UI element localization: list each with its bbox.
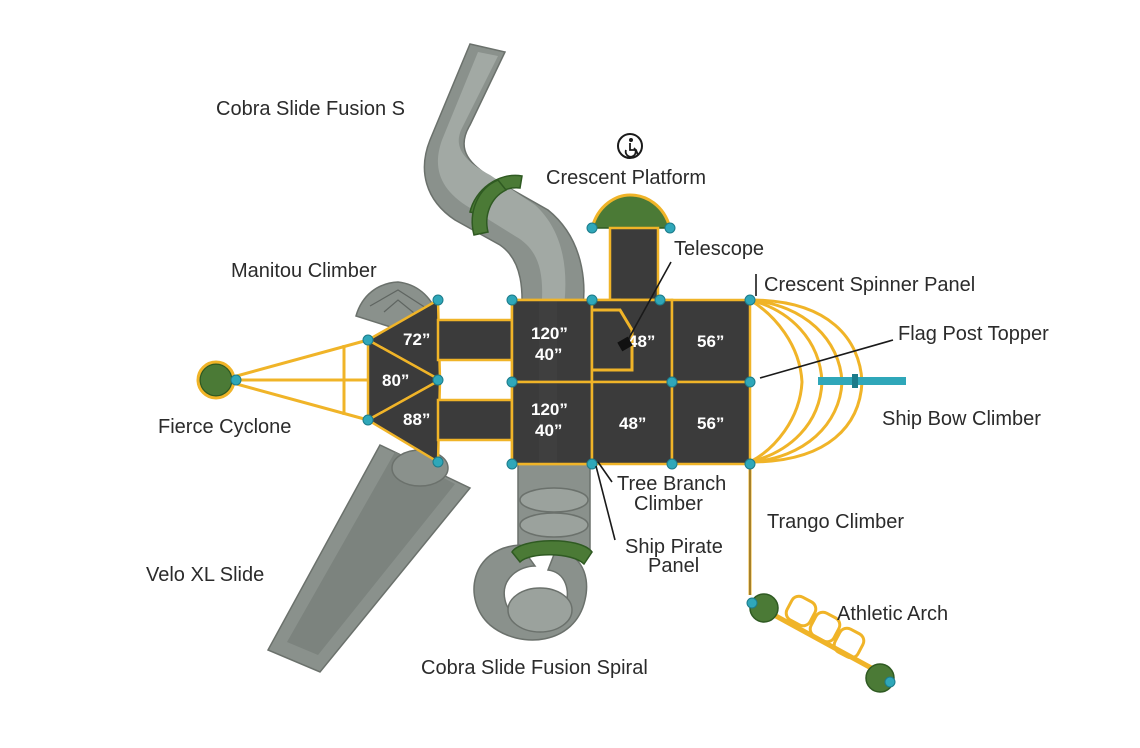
label-cobra-slide-fusion-spiral: Cobra Slide Fusion Spiral — [421, 657, 648, 679]
deck-height-center-top-a: 120” — [531, 324, 568, 343]
velo-xl-slide — [266, 444, 472, 673]
deck-height-right1-bottom: 48” — [619, 414, 646, 433]
label-trango-climber: Trango Climber — [767, 511, 904, 533]
label-tree-branch-climber-line1: Tree Branch — [617, 473, 726, 495]
right-decks — [590, 298, 752, 466]
label-fierce-cyclone: Fierce Cyclone — [158, 416, 291, 438]
label-flag-post-topper: Flag Post Topper — [898, 323, 1049, 345]
label-ship-pirate-panel-line1: Ship Pirate — [625, 536, 723, 558]
center-decks — [510, 298, 594, 466]
deck-height-left-top: 72” — [403, 330, 430, 349]
label-tree-branch-climber-line2: Climber — [634, 493, 703, 515]
crescent-platform — [590, 193, 672, 302]
deck-height-left-mid: 80” — [382, 371, 409, 390]
deck-height-center-bottom-a: 120” — [531, 400, 568, 419]
label-ship-pirate-panel-line2: Panel — [648, 555, 699, 577]
deck-height-right2-bottom: 56” — [697, 414, 724, 433]
label-crescent-platform: Crescent Platform — [546, 167, 706, 189]
deck-heights: 72” 80” 88” 120” 40” 120” 40” 48” 48” 56… — [382, 324, 724, 440]
athletic-arch — [746, 593, 896, 693]
label-manitou-climber: Manitou Climber — [231, 260, 377, 282]
cobra-slide-fusion-spiral — [473, 459, 593, 641]
label-velo-xl-slide: Velo XL Slide — [146, 564, 264, 586]
leader-lines — [595, 261, 894, 541]
wheelchair-icon — [617, 133, 643, 159]
label-crescent-spinner-panel: Crescent Spinner Panel — [764, 274, 975, 296]
fierce-cyclone — [196, 338, 369, 422]
telescope-marker — [617, 336, 633, 352]
label-cobra-slide-fusion-s: Cobra Slide Fusion S — [216, 98, 405, 120]
labels: Cobra Slide Fusion S Crescent Platform T… — [146, 98, 1049, 679]
ship-bow-climber — [749, 298, 906, 464]
label-athletic-arch: Athletic Arch — [837, 603, 948, 625]
label-telescope: Telescope — [674, 238, 764, 260]
deck-height-center-bottom-b: 40” — [535, 421, 562, 440]
deck-height-center-top-b: 40” — [535, 345, 562, 364]
deck-height-left-bottom: 88” — [403, 410, 430, 429]
deck-height-right2-top: 56” — [697, 332, 724, 351]
label-ship-bow-climber: Ship Bow Climber — [882, 408, 1041, 430]
deck-height-right1-top: 48” — [628, 332, 655, 351]
left-decks — [365, 297, 514, 465]
support-posts — [362, 222, 756, 470]
